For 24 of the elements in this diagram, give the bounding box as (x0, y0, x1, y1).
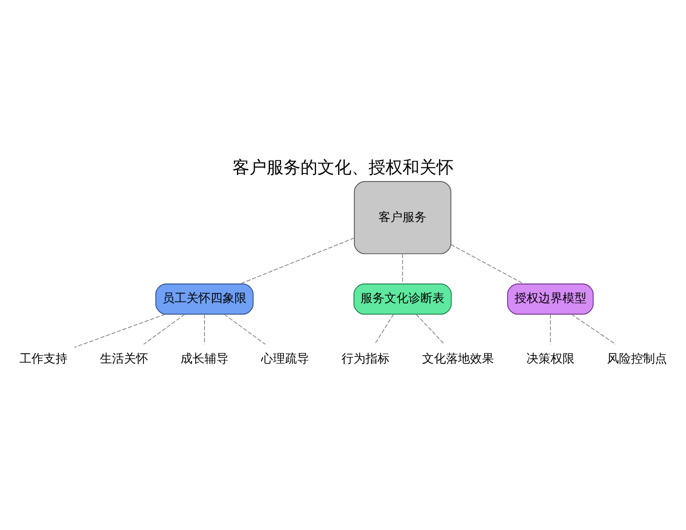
connector (550, 314, 551, 344)
node-box: 服务文化诊断表 (354, 283, 452, 314)
node-box: 客户服务 (354, 180, 452, 254)
node-text: 决策权限 (526, 351, 574, 366)
connector (143, 314, 185, 344)
node-box: 员工关怀四象限 (155, 283, 254, 314)
node-text: 风险控制点 (606, 351, 667, 366)
node-text: 生活关怀 (100, 351, 148, 366)
connector (374, 314, 394, 344)
connector (204, 314, 205, 344)
connector (74, 313, 166, 348)
node-text: 工作支持 (19, 351, 68, 366)
node-text: 心理疏导 (261, 351, 310, 366)
node-text: 文化落地效果 (422, 351, 494, 366)
connector (416, 314, 445, 344)
connector (450, 244, 524, 284)
connector (402, 253, 404, 284)
diagram-title: 客户服务的文化、授权和关怀 (232, 156, 454, 177)
connector (571, 313, 616, 344)
connector (224, 314, 266, 344)
connector (240, 237, 355, 284)
node-box: 授权边界模型 (507, 283, 594, 314)
node-text: 成长辅导 (180, 351, 228, 366)
node-text: 行为指标 (342, 351, 390, 366)
